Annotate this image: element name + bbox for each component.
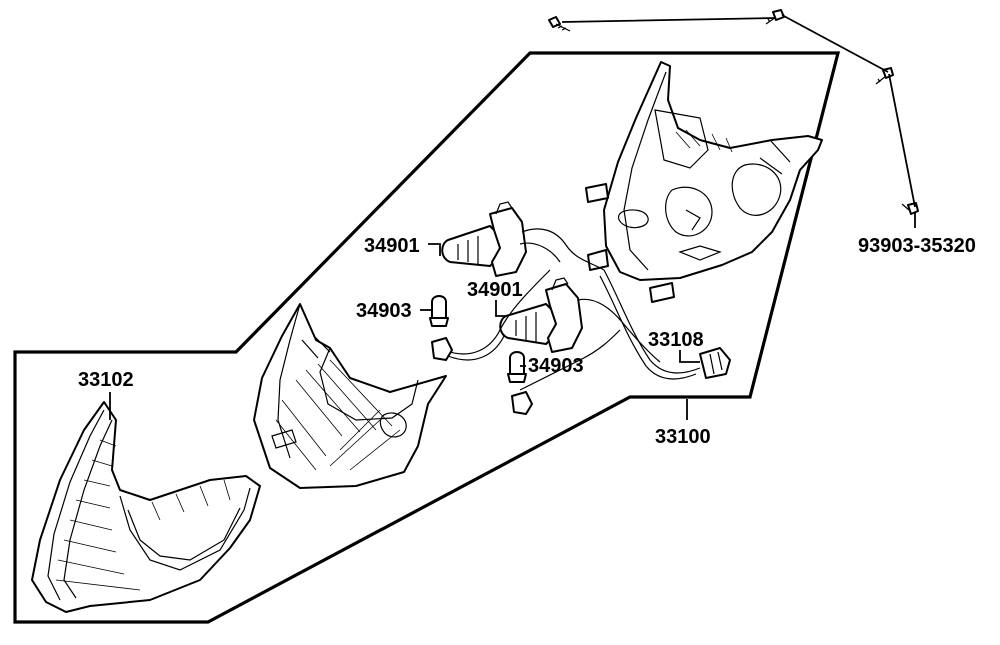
assembly-border	[13, 51, 841, 624]
leader-33108	[679, 350, 700, 363]
screw-right-upper	[875, 67, 894, 85]
screw-leader-lines	[561, 14, 916, 228]
label-33100: 33100	[655, 426, 711, 448]
wiring-harness	[443, 269, 731, 391]
label-93903-35320: 93903-35320	[858, 235, 976, 257]
position-bulb-right	[507, 351, 533, 415]
label-34901-lower: 34901	[467, 279, 523, 301]
position-bulb-left	[429, 295, 453, 361]
label-33102: 33102	[78, 369, 134, 391]
reflector-shell	[253, 303, 447, 489]
lens-cover	[31, 401, 261, 613]
headlight-housing	[585, 61, 823, 303]
label-34901-upper: 34901	[364, 235, 420, 257]
bulb-upper	[441, 201, 605, 277]
label-33108: 33108	[648, 329, 704, 351]
label-34903-left: 34903	[356, 300, 412, 322]
label-34903-right: 34903	[528, 355, 584, 377]
screw-top-left	[548, 16, 571, 32]
leader-34901-upper	[428, 243, 441, 256]
leader-34901-lower	[495, 300, 506, 317]
screw-top-middle	[765, 9, 785, 25]
bulb-lower	[499, 277, 661, 363]
